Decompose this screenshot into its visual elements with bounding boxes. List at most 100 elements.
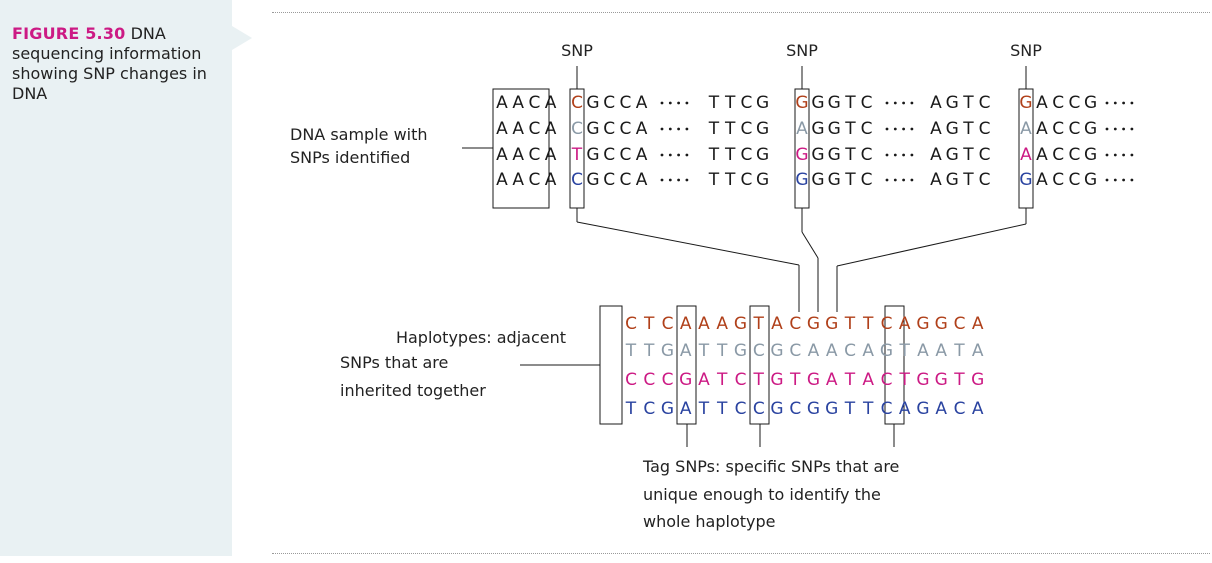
dna-base: G [946,145,959,165]
dna-base: A [545,145,557,165]
haplotype-base: A [698,370,710,390]
caption-sidebar [0,0,232,556]
dna-base: G [586,93,599,113]
haplotype-base: A [680,341,692,361]
dna-base: C [861,145,873,165]
haplotype-base: A [935,399,947,419]
dna-base: C [528,170,540,190]
sequence-gap-dots [893,101,897,105]
dna-base: A [930,145,942,165]
sequence-gap-dots [1113,101,1117,105]
haplotype-base: C [789,399,801,419]
haplotype-base: G [807,399,820,419]
haplotype-base: G [825,399,838,419]
dna-base: A [496,145,508,165]
sequence-gap-dots [910,127,914,131]
tag-snp-box [676,305,697,425]
sequence-gap-dots [1113,127,1117,131]
sequence-gap-dots [677,101,680,105]
haplotype-base: C [753,341,765,361]
dna-base: T [724,170,736,190]
dna-base: T [962,170,974,190]
haplotype-base: G [916,370,929,390]
sequence-gap-dots [902,178,905,182]
dna-base: C [1052,170,1064,190]
sidebar-pointer [232,26,252,50]
sequence-gap-dots [1130,153,1134,157]
sequence-gap-dots [902,153,905,157]
dna-base: T [844,170,856,190]
snp-connector [801,231,819,259]
dna-base: C [1068,93,1080,113]
dna-base: A [636,119,648,139]
sequence-gap-dots [1105,178,1109,182]
dna-base: T [844,93,856,113]
sequence-gap-dots [1130,178,1134,182]
haplotype-base: T [953,370,965,390]
dna-base: A [512,170,524,190]
snp-base: T [571,145,583,165]
haplotype-base: T [716,399,728,419]
haplotype-base: C [954,314,966,334]
sequence-gap-dots [685,127,689,131]
dna-base: G [1084,170,1097,190]
sequence-gap-dots [893,127,897,131]
snp-base: G [1019,93,1032,113]
dna-base: A [636,93,648,113]
tag-snp-box [749,305,770,425]
dna-base: A [930,93,942,113]
haplotype-base: A [862,370,874,390]
dna-base: G [946,170,959,190]
haplotype-base: G [916,399,929,419]
sequence-gap-dots [1105,127,1109,131]
dna-base: T [708,93,720,113]
sequence-gap-dots [1105,153,1109,157]
haplotype-base: C [643,399,655,419]
haplotype-base: A [680,399,692,419]
dna-base: G [811,170,824,190]
dna-base: G [946,93,959,113]
dna-base: G [828,119,841,139]
haplotype-base: T [862,399,874,419]
dna-base: C [1052,93,1064,113]
sequence-gap-dots [668,153,672,157]
dna-base: G [756,119,769,139]
snp-base: G [795,170,808,190]
snp-base: A [796,119,808,139]
sequence-gap-dots [685,101,689,105]
haplotype-base: G [734,341,747,361]
dna-base: A [512,93,524,113]
dna-base: T [962,119,974,139]
haplotype-base: T [899,370,911,390]
dna-base: C [1052,145,1064,165]
haplotype-label-line: SNPs that are [340,353,448,372]
haplotype-base: G [661,399,674,419]
dna-base: C [619,170,631,190]
dna-base: C [861,170,873,190]
sequence-gap-dots [1122,101,1125,105]
dna-base: C [740,119,752,139]
sequence-gap-dots [668,101,672,105]
dna-base: A [545,93,557,113]
sequence-gap-dots [885,178,889,182]
dna-base: A [1036,119,1048,139]
snp-label: SNP [561,41,593,60]
dna-base: G [756,93,769,113]
haplotype-base: C [844,341,856,361]
haplotype-base: A [716,314,728,334]
haplotype-base: C [662,314,674,334]
sequence-gap-dots [885,101,889,105]
dna-base: G [1084,93,1097,113]
snp-label: SNP [786,41,818,60]
dna-base: C [979,145,991,165]
dna-base: T [724,119,736,139]
haplotype-base: A [899,314,911,334]
sequence-gap-dots [1122,178,1125,182]
sequence-gap-dots [902,127,905,131]
dna-base: C [603,93,615,113]
snp-base: G [1019,170,1032,190]
haplotype-base: A [698,314,710,334]
sequence-gap-dots [1105,101,1109,105]
dna-base: T [708,170,720,190]
snp-base: C [571,119,583,139]
